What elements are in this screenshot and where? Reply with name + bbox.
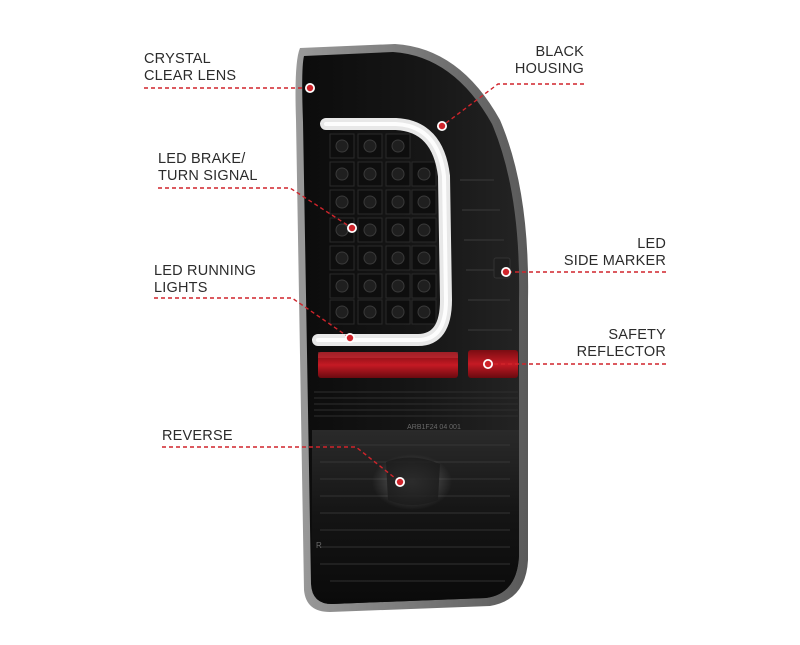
callout-dot-led-running-lights <box>346 334 354 342</box>
callout-line-led-brake-turn-signal <box>158 187 353 229</box>
textured-band <box>314 391 518 417</box>
led-bulb <box>417 223 431 237</box>
led-bulb <box>335 139 349 153</box>
led-bulb <box>417 305 431 319</box>
led-bulb <box>363 167 377 181</box>
callout-dot-led-side-marker <box>502 268 510 276</box>
led-cell <box>357 245 383 271</box>
part-code-marking: ARB1F24 04 001 <box>407 424 461 431</box>
led-bulb <box>391 279 405 293</box>
reverse-lens <box>312 430 519 604</box>
led-bulb <box>335 251 349 265</box>
led-bulb <box>335 223 349 237</box>
callout-dot-reverse <box>396 478 404 486</box>
led-cell <box>411 161 437 187</box>
red-reflector-strip <box>318 352 458 378</box>
led-bulb <box>391 305 405 319</box>
led-bulb <box>335 167 349 181</box>
led-bulb <box>363 223 377 237</box>
callout-line-reverse <box>162 446 401 483</box>
led-bulb <box>391 195 405 209</box>
led-matrix <box>329 133 437 325</box>
callout-dot-safety-reflector <box>484 360 492 368</box>
led-bulb <box>417 251 431 265</box>
label-reverse: REVERSE <box>162 428 233 444</box>
led-cell <box>357 217 383 243</box>
label-led-brake-turn-signal: LED BRAKE/TURN SIGNAL <box>158 151 258 184</box>
led-bulb <box>417 279 431 293</box>
led-cell <box>411 217 437 243</box>
callout-dot-led-brake-turn-signal <box>348 224 356 232</box>
callout-lines <box>144 83 666 487</box>
side-ribs <box>460 179 512 331</box>
led-bulb <box>417 195 431 209</box>
led-bulb <box>391 167 405 181</box>
callout-dot-black-housing <box>438 122 446 130</box>
led-bulb <box>363 195 377 209</box>
led-bulb <box>363 251 377 265</box>
callout-line-led-running-lights <box>154 297 351 339</box>
led-bulb <box>391 223 405 237</box>
callout-line-black-housing <box>441 83 584 127</box>
led-bulb <box>363 279 377 293</box>
led-bulb <box>335 279 349 293</box>
led-bulb <box>363 305 377 319</box>
led-bulb <box>391 251 405 265</box>
led-bulb <box>363 139 377 153</box>
reverse-lens-texture <box>320 444 510 582</box>
callout-dot-crystal-clear-lens <box>306 84 314 92</box>
led-bulb <box>391 139 405 153</box>
led-bulb <box>335 305 349 319</box>
led-bulb <box>417 167 431 181</box>
led-bulb <box>335 195 349 209</box>
corner-mark: R <box>316 541 322 550</box>
